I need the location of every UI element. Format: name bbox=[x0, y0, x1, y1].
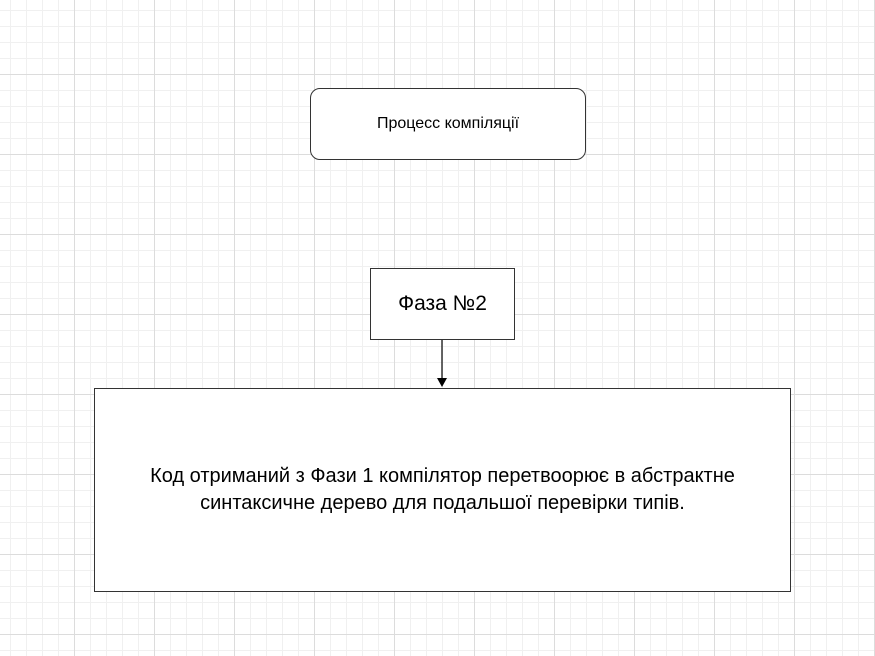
description-text: Код отриманий з Фази 1 компілятор перетв… bbox=[150, 463, 735, 517]
process-title-label: Процесс компіляції bbox=[376, 115, 520, 132]
arrow-head bbox=[437, 378, 447, 387]
description-box[interactable]: Код отриманий з Фази 1 компілятор перетв… bbox=[94, 388, 791, 592]
description-line-2: синтаксичне дерево для подальшої перевір… bbox=[200, 492, 685, 514]
process-title-box[interactable]: Процесс компіляції bbox=[310, 88, 586, 160]
phase-box[interactable]: Фаза №2 bbox=[370, 268, 515, 340]
phase-label: Фаза №2 bbox=[398, 292, 487, 315]
description-line-1: Код отриманий з Фази 1 компілятор перетв… bbox=[150, 465, 735, 487]
